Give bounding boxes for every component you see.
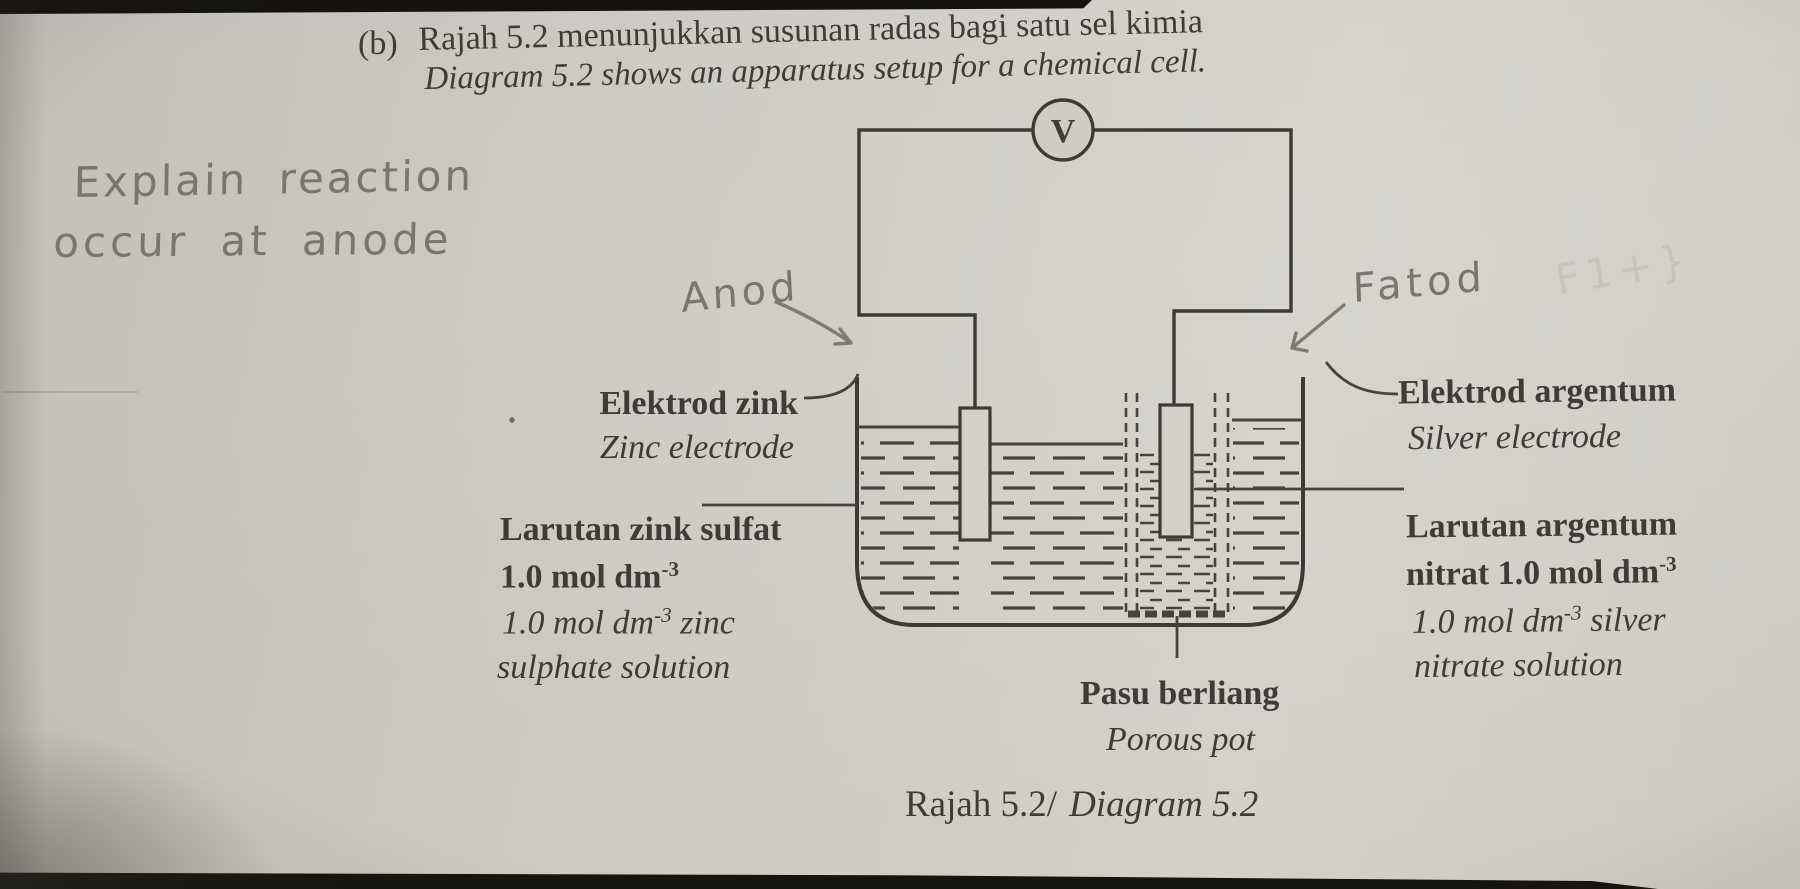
scan-artifacts xyxy=(2,391,515,423)
silver-solution-label-malay-line2: nitrat 1.0 mol dm-3 xyxy=(1405,551,1677,594)
silver-nitrate-solution-outer xyxy=(1233,428,1299,620)
concentration-superscript: -3 xyxy=(1563,600,1582,625)
concentration-base: 1.0 mol dm xyxy=(1411,602,1565,641)
silver-electrode-label-malay: Elektrod argentum xyxy=(1397,371,1677,412)
solutions xyxy=(861,428,1299,620)
zinc-electrode-label-english: Zinc electrode xyxy=(599,429,794,466)
silver-electrode-shape xyxy=(1158,403,1194,539)
zinc-solution-label-english-line2: sulphate solution xyxy=(497,649,731,686)
zinc-solution-label-malay-line2: 1.0 mol dm-3 xyxy=(500,558,679,595)
handwritten-note-line1: Explain reaction xyxy=(73,151,475,208)
handwritten-note-line2: occur at anode xyxy=(52,214,454,268)
zinc-electrode-shape xyxy=(958,406,992,542)
porous-pot-label-malay: Pasu berliang xyxy=(1080,675,1280,712)
concentration-base: nitrat 1.0 mol dm xyxy=(1405,553,1660,594)
liquid-surfaces xyxy=(859,418,1301,446)
figure-caption-malay: Rajah 5.2/ xyxy=(905,784,1058,825)
concentration-superscript: -3 xyxy=(661,557,680,581)
pencil-arrows xyxy=(774,300,1346,353)
silver-solution-label-english-line2: nitrate solution xyxy=(1413,645,1623,686)
beaker xyxy=(855,377,1305,627)
zinc-electrode-label-malay: Elektrod zink xyxy=(599,385,798,422)
concentration-base: 1.0 mol dm xyxy=(502,604,655,642)
porous-pot-label-english: Porous pot xyxy=(1106,721,1255,758)
leader-lines xyxy=(702,361,1404,658)
voltmeter-symbol: V xyxy=(1051,113,1076,150)
porous-pot xyxy=(1124,393,1230,618)
silver-electrode-label-english: Silver electrode xyxy=(1407,417,1622,458)
part-label: (b) xyxy=(358,25,398,62)
zinc-sulphate-solution xyxy=(861,434,959,620)
solution-name: zinc xyxy=(671,604,735,642)
silver-solution-label-english-line1: 1.0 mol dm-3 silver xyxy=(1412,601,1666,641)
silver-solution-label-malay-line1: Larutan argentum xyxy=(1405,505,1678,546)
circuit-wires xyxy=(857,128,1293,408)
solution-name: silver xyxy=(1581,601,1666,640)
cathode-arrow xyxy=(1290,303,1346,353)
figure-caption-english: Diagram 5.2 xyxy=(1069,784,1259,825)
zinc-sulphate-solution xyxy=(991,452,1123,620)
anode-arrow xyxy=(774,300,853,346)
voltmeter: V xyxy=(1031,98,1095,162)
electrodes xyxy=(958,403,1194,542)
concentration-superscript: -3 xyxy=(1658,551,1677,576)
zinc-solution-label-malay-line1: Larutan zink sulfat xyxy=(500,511,782,548)
concentration-base: 1.0 mol dm xyxy=(500,558,662,596)
concentration-superscript: -3 xyxy=(654,603,672,627)
figure-caption: Rajah 5.2/Diagram 5.2 xyxy=(905,784,1259,825)
zinc-solution-label-english-line1: 1.0 mol dm-3 zinc xyxy=(502,604,735,641)
